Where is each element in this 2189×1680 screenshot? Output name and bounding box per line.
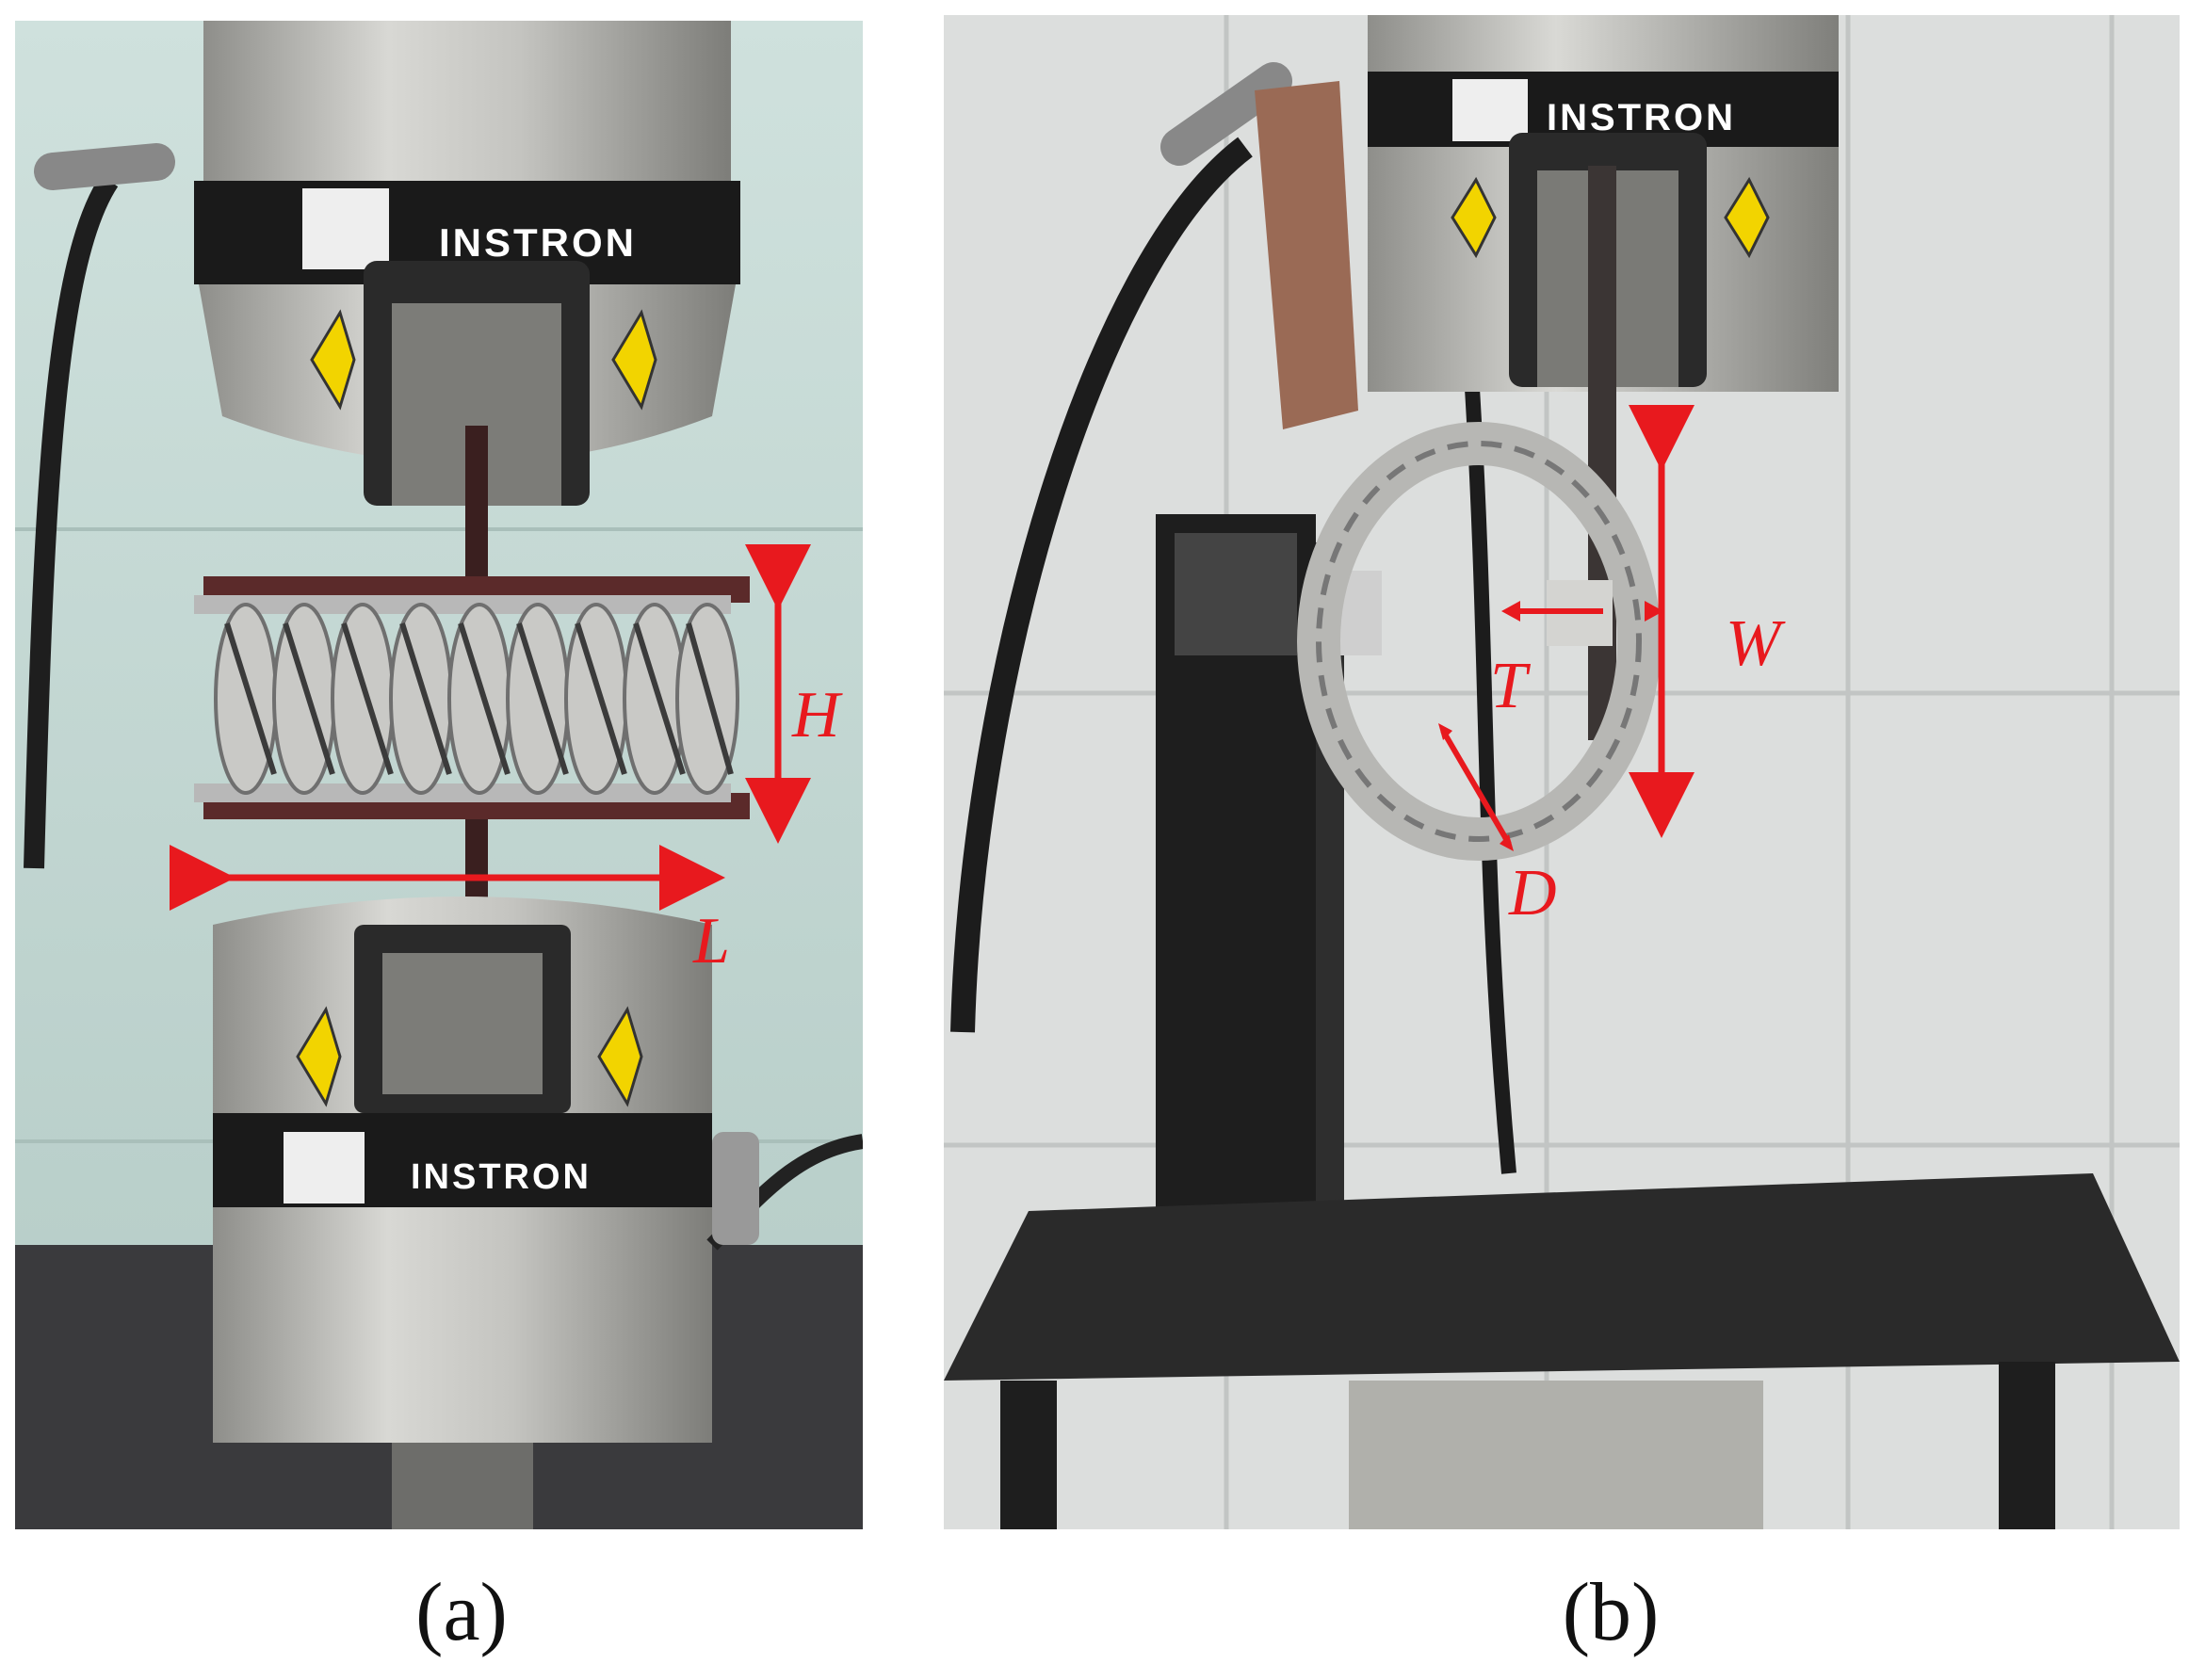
dimension-label-w: W: [1726, 607, 1786, 680]
photo-a-illustration: INSTRON: [15, 21, 863, 1529]
caption-b: (b): [1562, 1567, 1660, 1658]
caption-a: (a): [415, 1567, 508, 1658]
brand-label-top: INSTRON: [439, 220, 637, 265]
photo-panel-b: INSTRON W: [944, 15, 2180, 1529]
dimension-label-h: H: [791, 679, 843, 751]
lower-grip-head: INSTRON: [213, 819, 863, 1529]
paper-tag: [1255, 81, 1358, 429]
dimension-label-d: D: [1508, 857, 1557, 929]
upper-grip-head: INSTRON: [194, 21, 740, 576]
dimension-label-l: L: [692, 905, 730, 977]
hydraulic-cable: [24, 174, 119, 869]
diameter-line: [1440, 729, 1512, 846]
cable-fitting: [34, 143, 175, 190]
support-table: [944, 1173, 2180, 1529]
brand-label-bottom: INSTRON: [411, 1157, 592, 1197]
hydraulic-cable: [950, 137, 1253, 1033]
upper-grip-head: INSTRON: [1255, 15, 1839, 740]
brand-label-top: INSTRON: [1547, 97, 1736, 138]
dimension-label-t: T: [1490, 650, 1532, 722]
wire-rope-isolator: [194, 576, 750, 819]
photo-b-illustration: INSTRON W: [944, 15, 2180, 1529]
photo-panel-a: INSTRON: [15, 21, 863, 1529]
